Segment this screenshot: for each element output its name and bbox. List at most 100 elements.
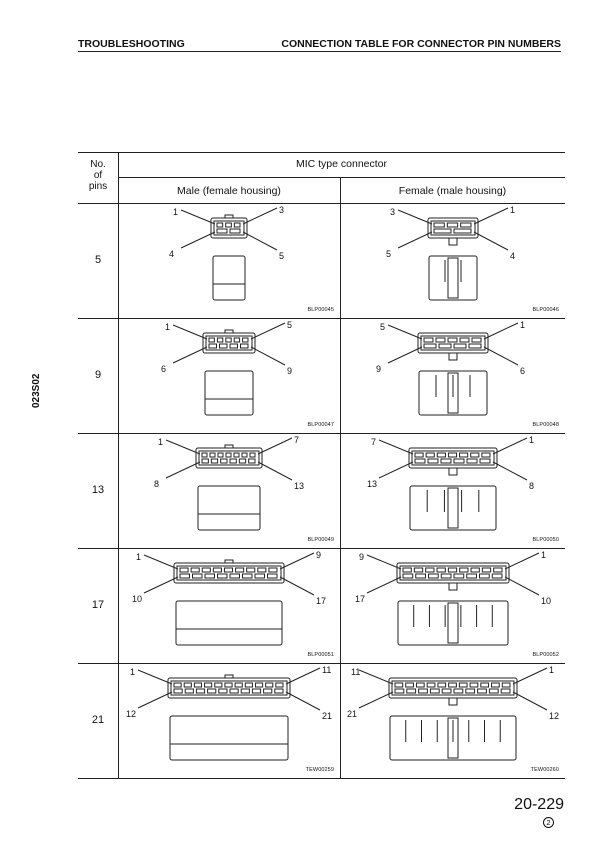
connector-body — [197, 485, 261, 531]
pin-number-label: 11 — [351, 667, 361, 677]
pin-leader-line — [137, 691, 173, 709]
col-no-line-1: No. — [90, 159, 106, 170]
pin-leader-line — [483, 346, 519, 366]
pin-count: 21 — [91, 714, 105, 726]
pin-cavity — [437, 682, 447, 688]
pin-cavity — [414, 458, 426, 464]
pin-leader-line — [358, 669, 394, 685]
pin-cavity — [251, 688, 262, 694]
pin-leader-line — [172, 324, 208, 340]
pin-cavity — [275, 682, 284, 688]
pin-cavity — [216, 222, 224, 228]
column-male: Male (female housing) — [177, 185, 281, 197]
column-divider — [118, 319, 119, 433]
pin-cavity — [242, 337, 249, 343]
pin-cavity — [394, 688, 405, 694]
column-group-mic: MIC type connector — [295, 158, 388, 170]
pin-leader-line — [257, 461, 293, 481]
pin-number-label: 8 — [154, 479, 160, 489]
connector-body — [409, 485, 497, 531]
drawing-code: BLP00047 — [307, 422, 334, 428]
connector-latch — [224, 444, 234, 449]
connector-body — [397, 600, 509, 646]
pin-leader-line — [279, 552, 315, 570]
pin-cavity — [466, 573, 477, 579]
column-divider — [340, 204, 341, 318]
pin-cavity — [201, 567, 211, 573]
connector-face-inner — [420, 335, 486, 351]
pin-cavity — [254, 682, 264, 688]
pin-cavity — [219, 343, 228, 349]
pin-cavity — [448, 682, 457, 688]
pin-cavity — [501, 682, 511, 688]
pin-number-label: 6 — [520, 366, 526, 376]
pin-cavity — [465, 688, 476, 694]
connector-latch — [448, 582, 458, 591]
pin-number-label: 1 — [130, 667, 136, 677]
pin-number-label: 5 — [386, 249, 392, 259]
pin-cavity — [459, 337, 470, 343]
male-connector-diagram — [143, 552, 315, 646]
pin-leader-line — [378, 461, 414, 479]
pin-cavity — [204, 573, 215, 579]
drawing-code: TEW00260 — [530, 767, 559, 773]
pin-leader-line — [242, 231, 278, 251]
pin-number-label: 8 — [529, 481, 535, 491]
connector-body — [428, 255, 478, 301]
pin-leader-line — [180, 231, 216, 249]
pin-cavity — [207, 688, 217, 694]
pin-cavity — [233, 452, 240, 458]
pin-cavity — [268, 567, 278, 573]
pin-count: 13 — [91, 484, 105, 496]
pin-count: 17 — [91, 599, 105, 611]
pin-leader-line — [285, 691, 321, 711]
pin-cavity — [427, 458, 439, 464]
pin-cavity — [218, 688, 228, 694]
pin-cavity — [263, 688, 273, 694]
pin-cavity — [425, 452, 435, 458]
pin-cavity — [173, 688, 183, 694]
pin-cavity — [438, 343, 452, 349]
pin-leader-line — [279, 576, 315, 596]
pin-cavity — [413, 567, 424, 573]
pin-number-label: 17 — [355, 594, 366, 604]
pin-cavity — [479, 573, 490, 579]
pin-number-label: 1 — [158, 437, 164, 447]
pin-cavity — [481, 452, 491, 458]
pin-cavity — [204, 682, 213, 688]
connector-drawing — [397, 207, 509, 301]
pin-cavity — [210, 458, 219, 464]
pin-cavity — [460, 222, 472, 228]
pin-number-label: 10 — [132, 594, 143, 604]
pin-number-label: 1 — [541, 550, 547, 560]
pin-cavity — [436, 452, 446, 458]
connector-drawing — [358, 667, 548, 761]
pin-cavity — [209, 452, 216, 458]
connector-drawing — [172, 322, 286, 416]
body-latch-slot — [447, 717, 459, 759]
pin-number-label: 21 — [347, 709, 358, 719]
drawing-code: TEW00259 — [305, 767, 334, 773]
pin-cavity — [418, 688, 428, 694]
connector-body — [175, 600, 283, 646]
pin-leader-line — [483, 322, 519, 340]
pin-cavity — [435, 337, 446, 343]
pin-leader-line — [378, 439, 414, 455]
pin-leader-line — [250, 346, 286, 366]
pin-number-label: 3 — [279, 205, 285, 215]
pin-cavity — [249, 452, 256, 458]
pin-cavity — [238, 458, 247, 464]
pin-leader-line — [397, 209, 433, 225]
pin-number-label: 9 — [316, 550, 322, 560]
pin-cavity — [447, 567, 458, 573]
pin-cavity — [429, 688, 440, 694]
connector-body — [389, 715, 517, 761]
connector-drawing — [366, 552, 540, 646]
pin-leader-line — [143, 554, 179, 570]
female-connector-diagram — [358, 667, 548, 761]
pin-cavity — [480, 682, 490, 688]
pin-cavity — [201, 452, 208, 458]
